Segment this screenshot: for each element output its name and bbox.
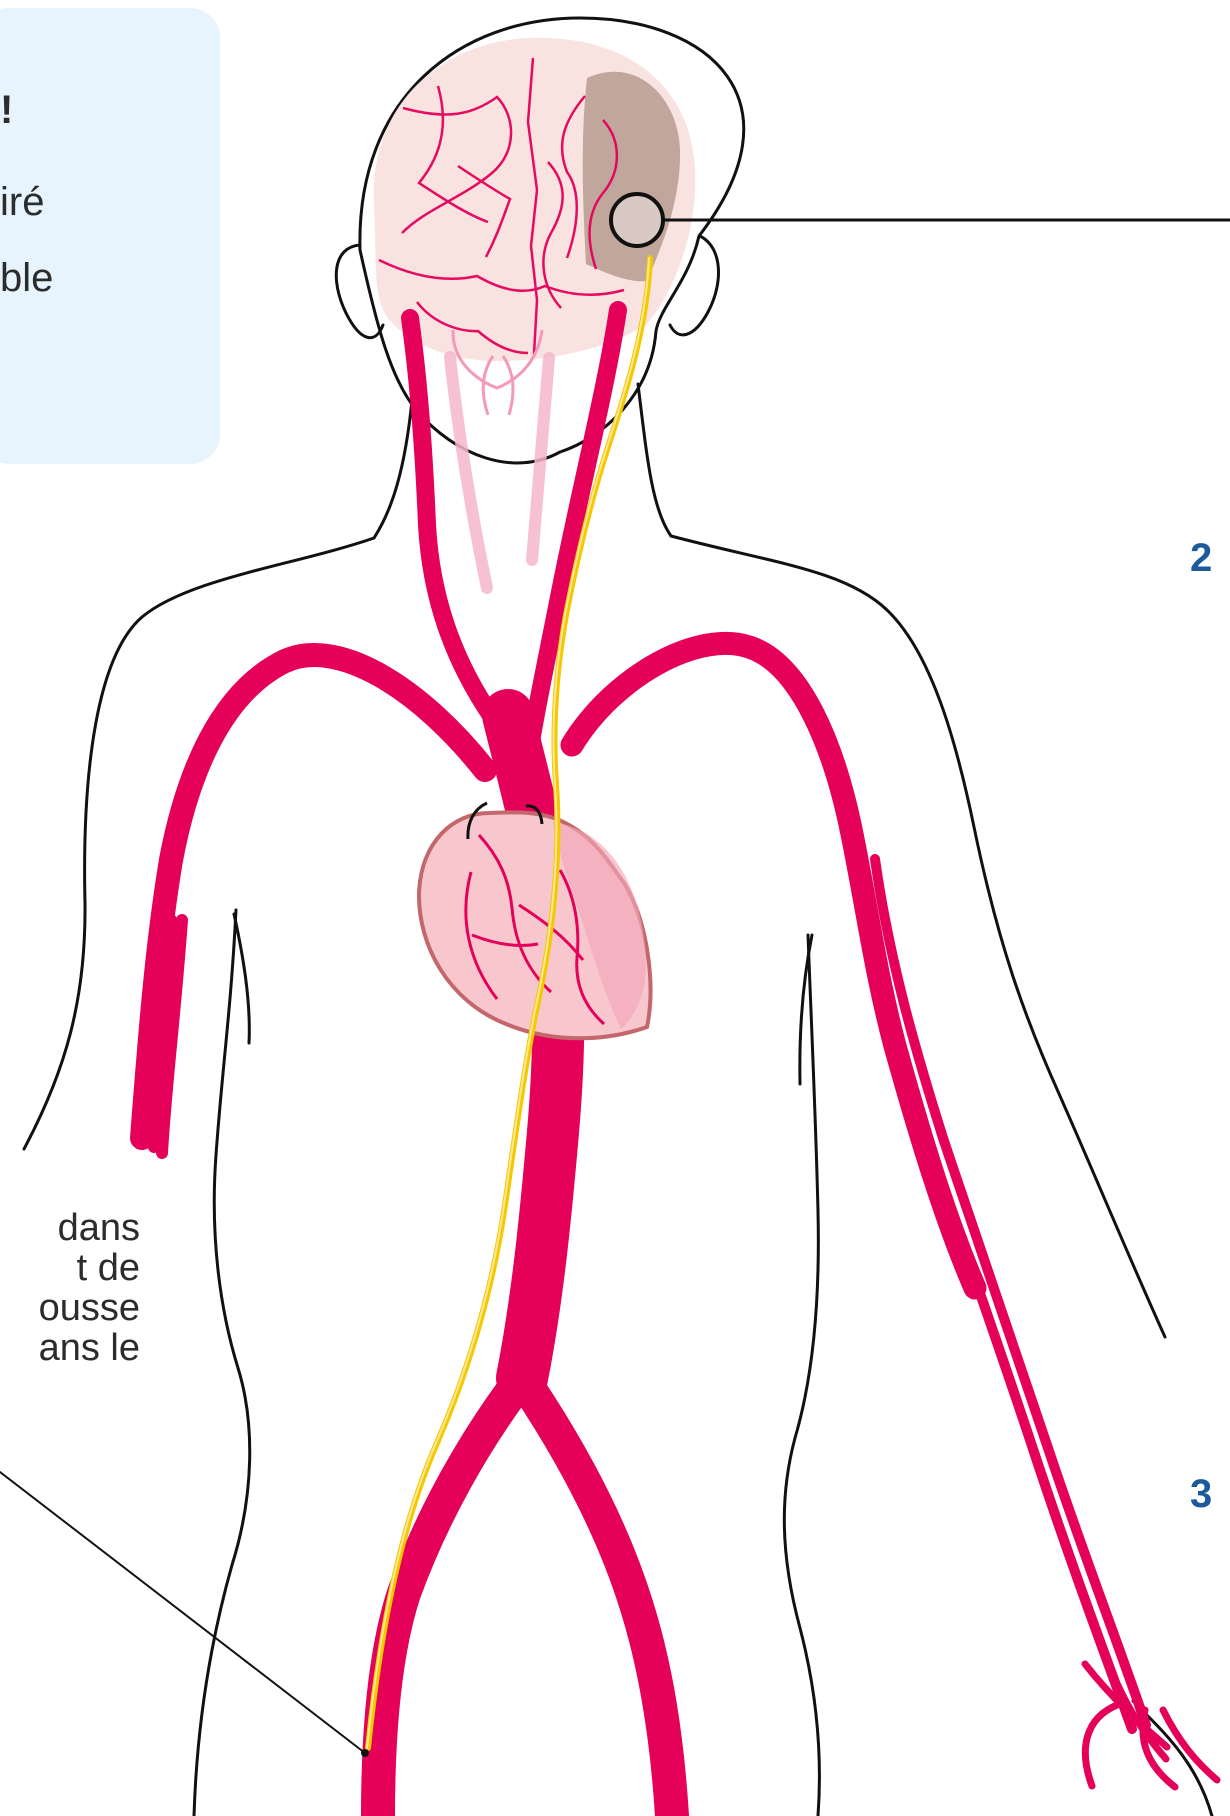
insertion-pointer-line <box>0 1472 365 1753</box>
target-ring-icon <box>611 194 663 246</box>
torso-left-edge <box>194 910 250 1816</box>
neck-vessel-pale <box>450 357 549 588</box>
left-armpit <box>234 914 249 1043</box>
neck-right <box>638 384 671 536</box>
neck-left <box>374 400 412 538</box>
right-arm-branches <box>860 858 1146 1729</box>
iliac-left <box>378 1378 522 1816</box>
torso-right-edge <box>784 935 819 1816</box>
iliac-right <box>522 1378 672 1816</box>
arteries <box>142 310 1217 1816</box>
right-hand-vessels <box>1085 1664 1217 1787</box>
insertion-point <box>361 1749 369 1757</box>
